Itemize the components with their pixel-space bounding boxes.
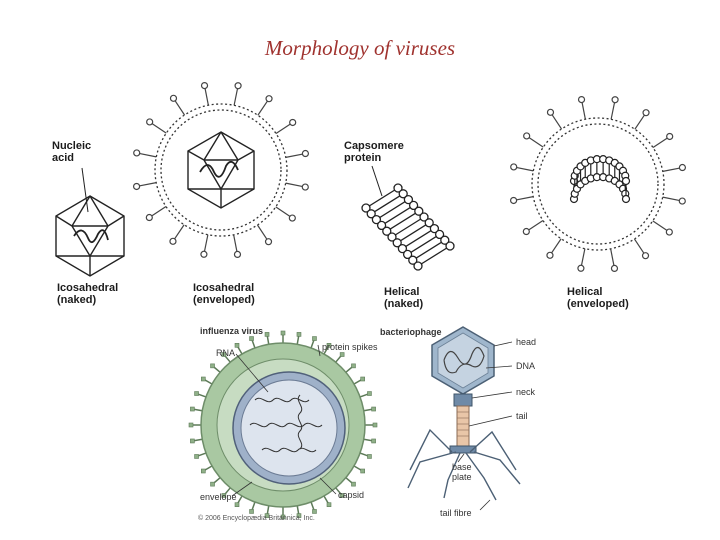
bacteriophage-title: bacteriophage [380,327,442,337]
icosahedral-enveloped-virus [132,81,310,259]
tail-fibre-label: tail fibre [440,508,472,518]
head-label: head [516,337,537,347]
envelope-label: envelope [200,492,237,502]
influenza-virus-illustration [188,330,378,520]
icosahedral-naked-label: Icosahedral (naked) [57,282,119,306]
dna-label: DNA [516,361,536,371]
capsid-label: capsid [338,490,365,500]
rna-label: RNA [216,348,236,358]
helical-naked-label: Helical (naked) [384,286,424,310]
icosahedral-naked-virus [55,167,125,277]
bacteriophage-illustration [407,326,521,511]
icosahedral-enveloped-label: Icosahedral (enveloped) [193,282,255,306]
base-plate-label: base plate [452,462,472,482]
helical-naked-virus [361,165,455,271]
tail-label: tail [516,411,528,421]
helical-enveloped-label: Helical (enveloped) [567,286,629,310]
neck-label: neck [516,387,536,397]
capsomere-protein-label: Capsomere protein [344,140,404,164]
helical-enveloped-virus [509,95,687,273]
influenza-title: influenza virus [200,326,264,336]
copyright-text: © 2006 Encyclopædia Britannica, Inc. [198,515,315,522]
nucleic-acid-label: Nucleic acid [52,140,92,164]
protein-spikes-label: protein spikes [322,342,378,352]
page-title: Morphology of viruses [264,36,456,60]
